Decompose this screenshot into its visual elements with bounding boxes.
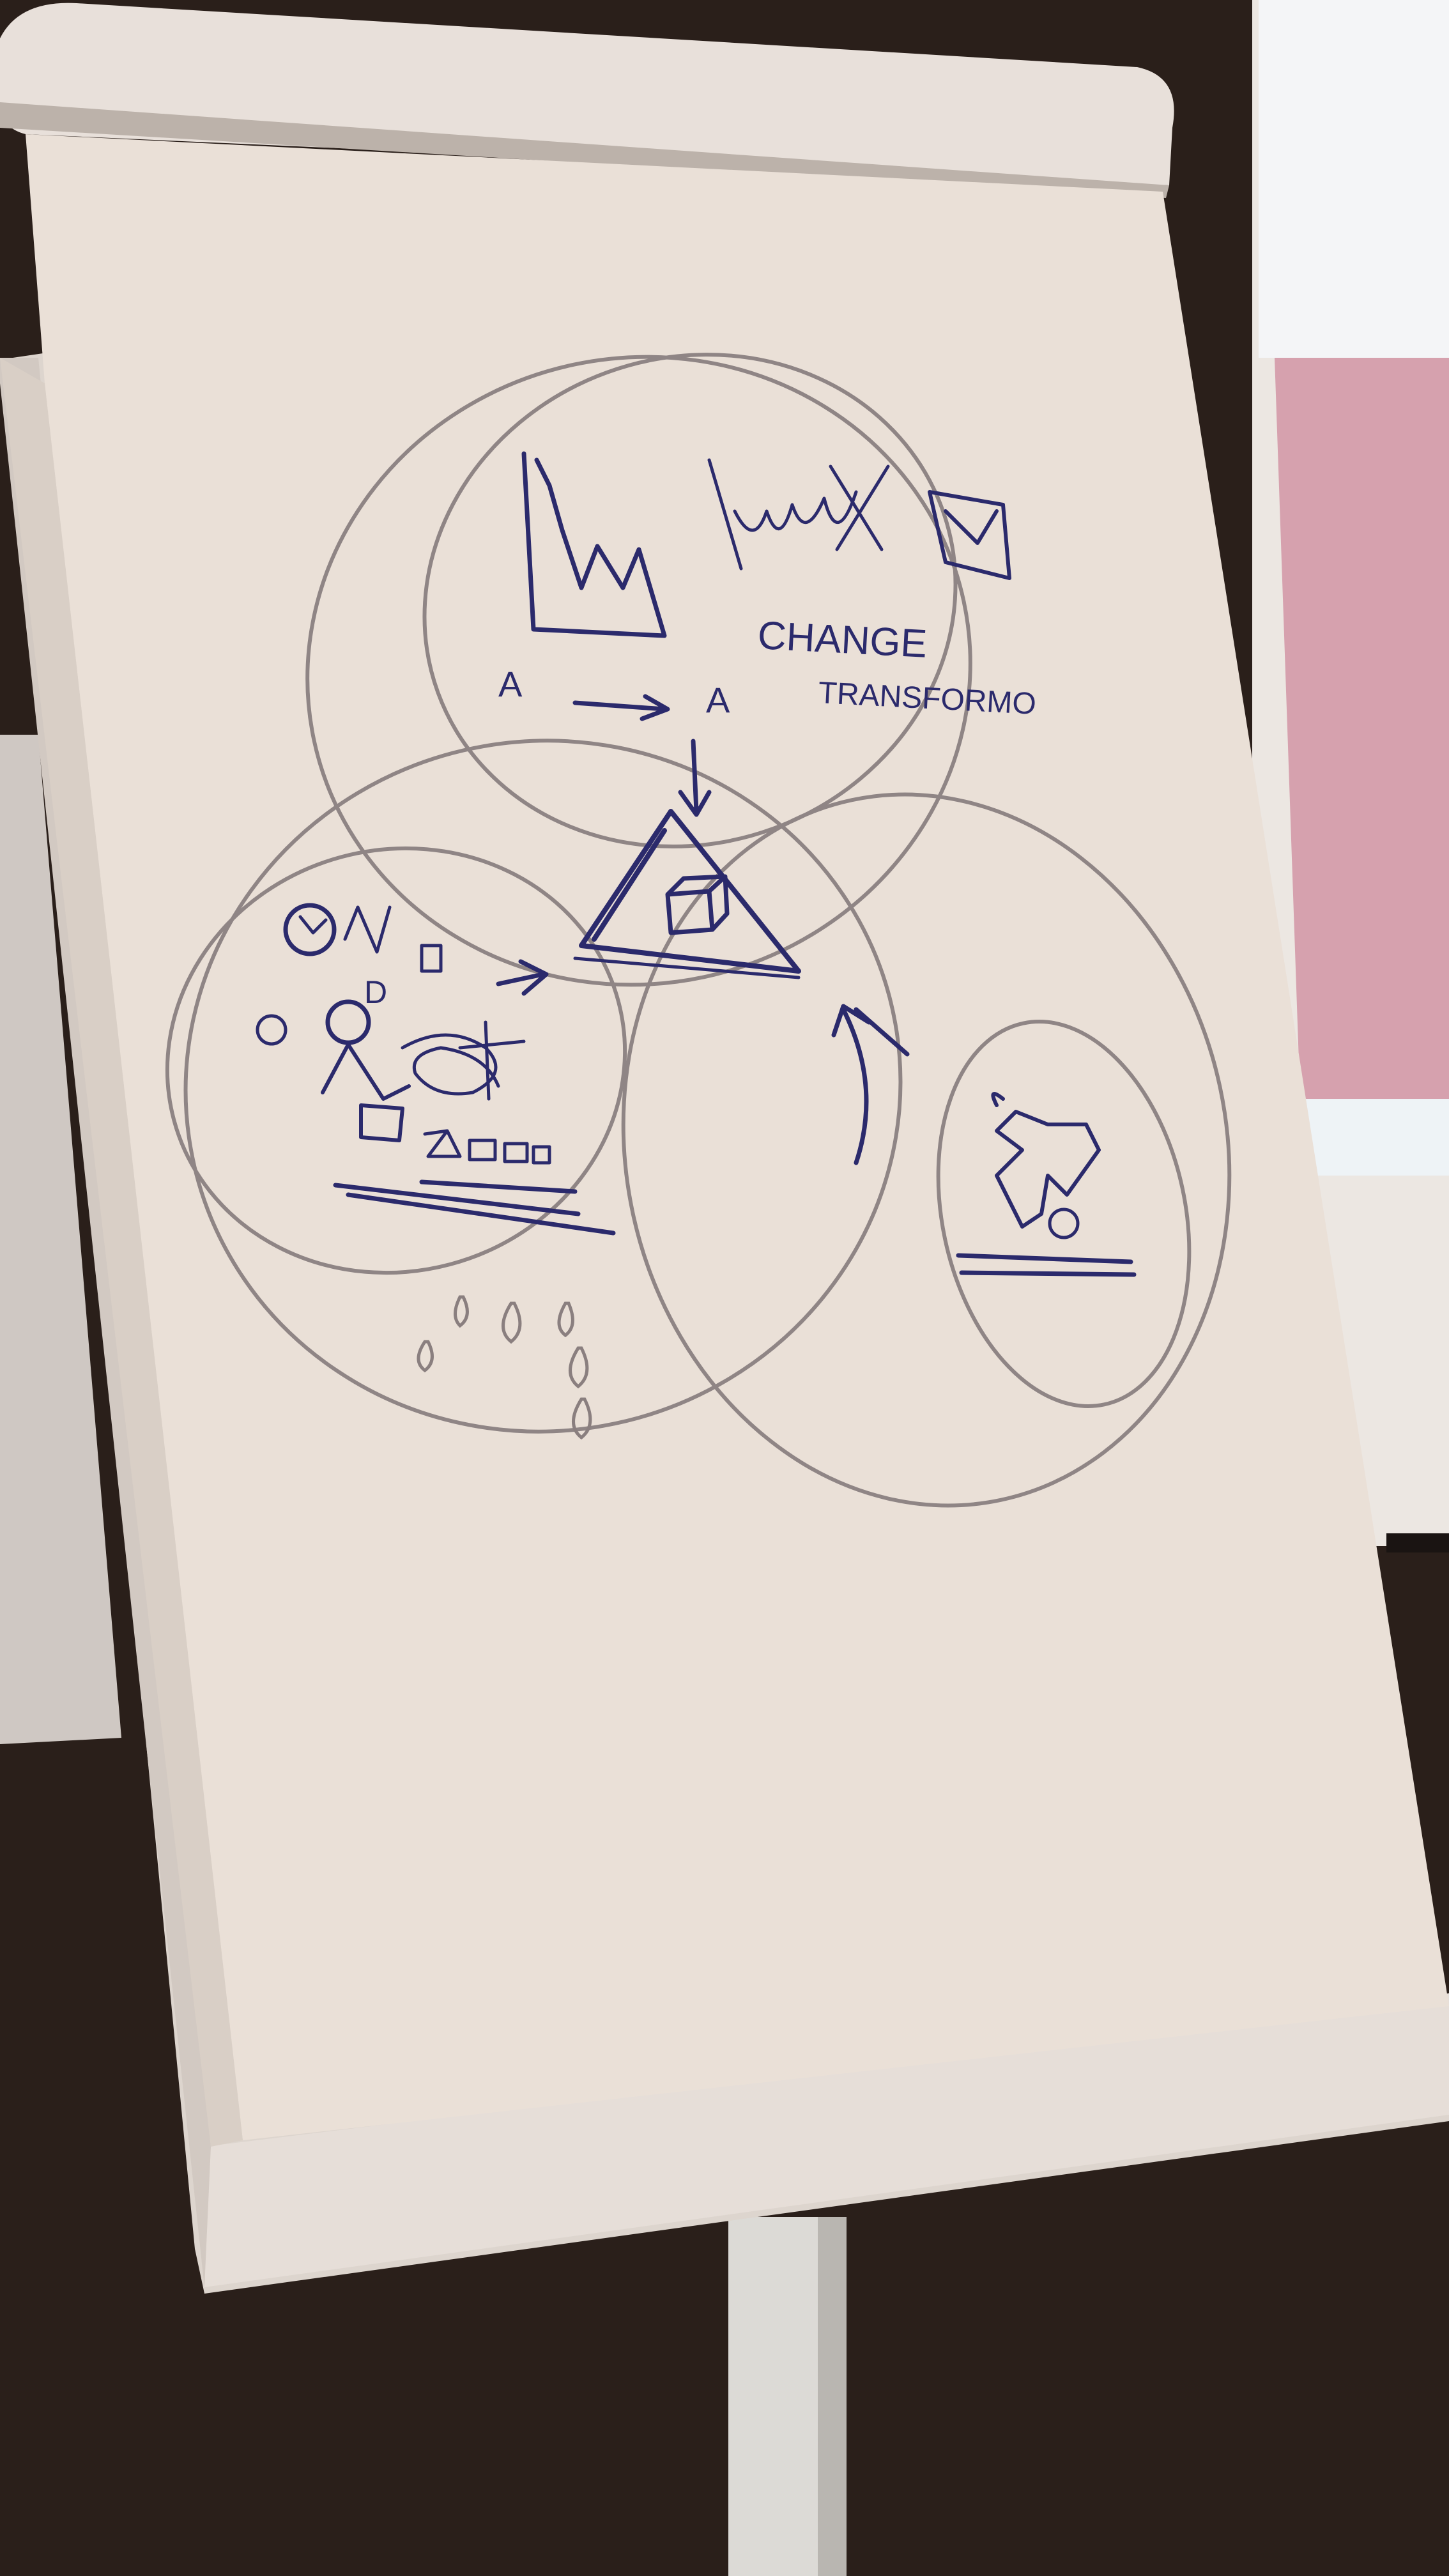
flipchart-stand-pole-shade xyxy=(818,2217,847,2576)
right-circle xyxy=(621,792,1232,1508)
right-short-arrow xyxy=(854,1007,910,1057)
paper-pad-bottom-edge xyxy=(204,1993,1449,2287)
person-icon-right xyxy=(991,1092,1101,1229)
top-circle-inner xyxy=(422,353,958,848)
right-curved-arrow xyxy=(831,1004,871,1165)
screen-pink-panel xyxy=(1275,358,1449,1099)
label-d: D xyxy=(364,974,387,1010)
underline-left-2 xyxy=(333,1183,581,1216)
clock-hands xyxy=(298,915,328,935)
triangle-base-double xyxy=(573,956,801,979)
left-circle-inner xyxy=(165,846,627,1275)
underline-right-1 xyxy=(956,1253,1133,1264)
box-figure-left xyxy=(359,1103,404,1142)
right-small-circle xyxy=(936,1020,1192,1408)
drop-5 xyxy=(572,1397,592,1440)
flipchart-top-roll xyxy=(0,3,1174,198)
down-arrow xyxy=(678,739,712,817)
screen-white-band xyxy=(1259,0,1449,358)
label-a-left: A xyxy=(498,664,523,704)
tangle-cluster xyxy=(401,1020,526,1101)
screen-white-lower xyxy=(1300,1099,1449,1176)
underline-left-1 xyxy=(419,1179,578,1194)
small-numbered-circle xyxy=(256,1014,288,1046)
background-paper-scrap xyxy=(0,735,121,1744)
pencil-circles xyxy=(165,353,1232,1508)
screen-bottom-edge xyxy=(1386,1533,1449,1552)
drop-6 xyxy=(417,1340,434,1373)
drop-3 xyxy=(557,1301,574,1338)
drop-2 xyxy=(502,1301,522,1344)
drop-4 xyxy=(569,1346,589,1389)
top-circle xyxy=(305,355,972,987)
left-arrow-to-triangle xyxy=(496,959,549,996)
circle-right xyxy=(1048,1208,1080,1239)
factory-chart-icon xyxy=(521,451,667,638)
central-triangle xyxy=(579,809,801,974)
arrow-a-to-a xyxy=(572,694,670,721)
drop-1 xyxy=(454,1295,469,1328)
pencil-drop-shapes xyxy=(417,1295,592,1440)
underline-left-3 xyxy=(346,1192,616,1236)
scribble-word xyxy=(707,458,890,571)
ink-drawings xyxy=(256,451,1137,1277)
scribble-left-top xyxy=(343,905,443,973)
cube-icon xyxy=(665,874,730,935)
flipchart-sheet xyxy=(26,134,1449,2140)
paper-pad-side xyxy=(0,358,211,2287)
shapes-row xyxy=(423,1129,551,1165)
left-circle xyxy=(183,739,903,1434)
person-body-icon xyxy=(321,1043,411,1101)
top-roll-shadow xyxy=(0,102,1169,198)
box-icon-top-right xyxy=(928,490,1011,580)
underline-right-2 xyxy=(959,1270,1137,1277)
clock-icon xyxy=(283,903,337,956)
label-a-right: A xyxy=(706,680,730,720)
label-change: CHANGE xyxy=(756,613,928,666)
sheet-left-fold-shade xyxy=(0,358,243,2147)
